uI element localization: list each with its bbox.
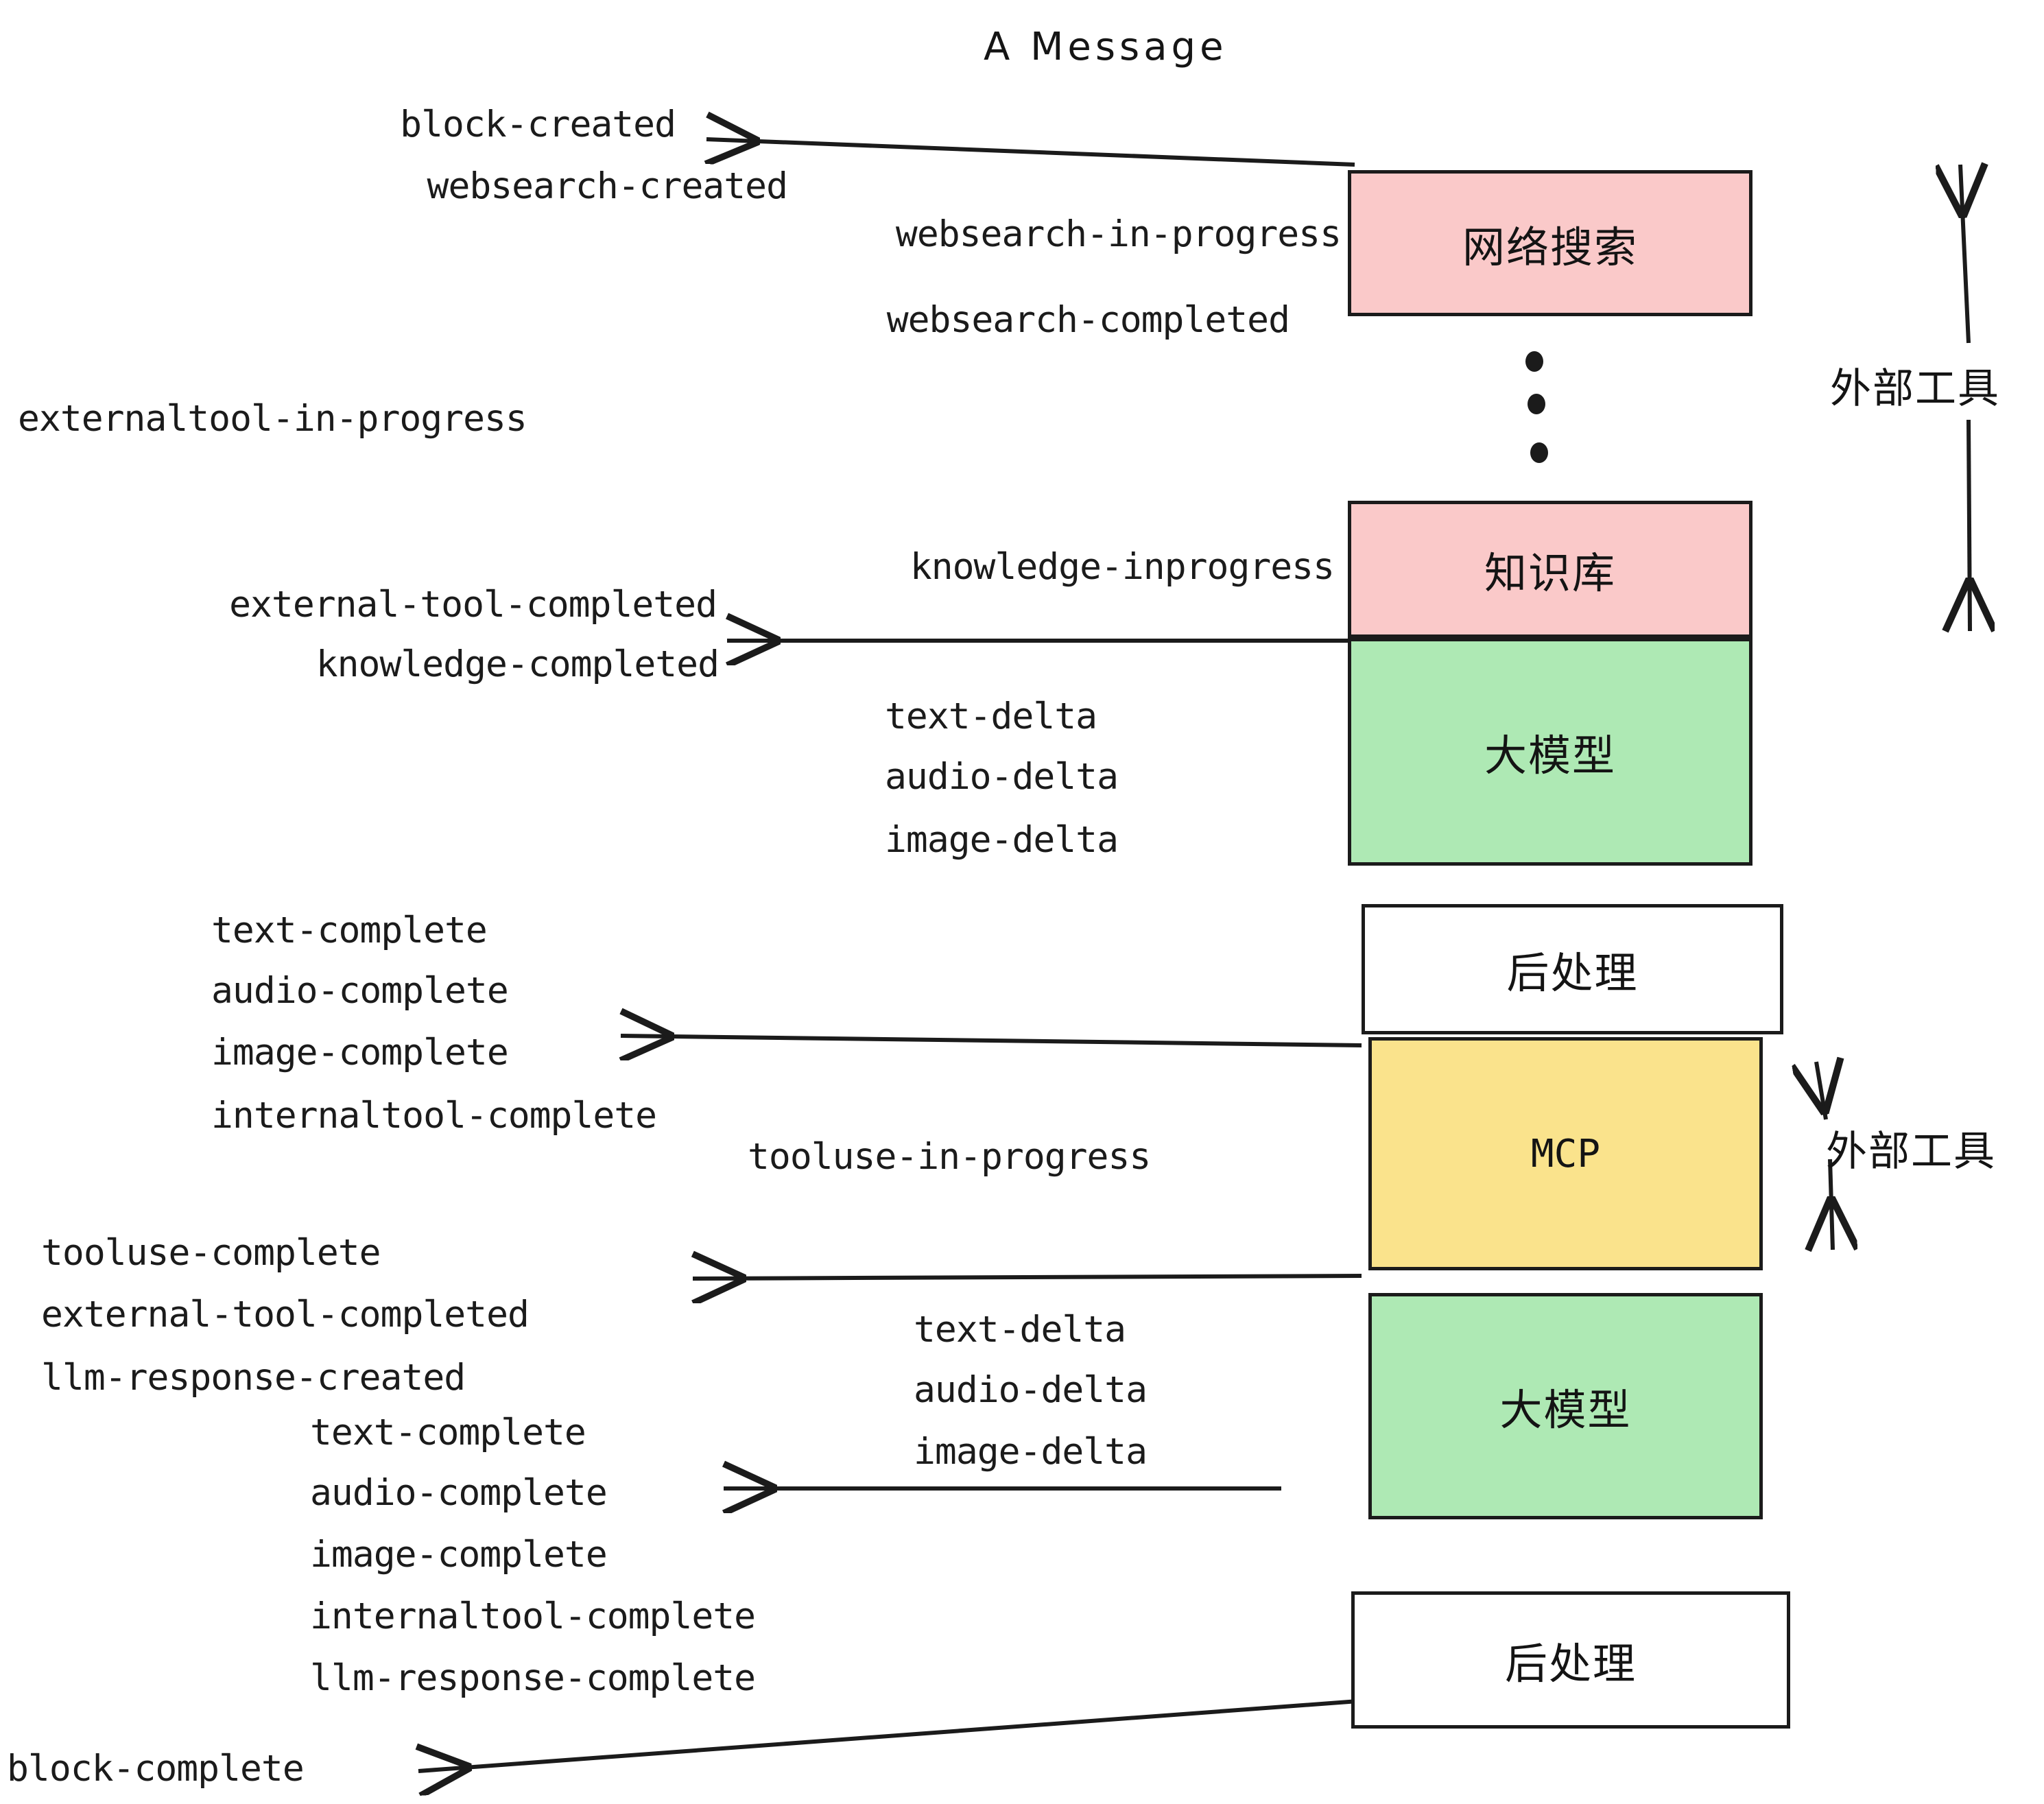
event-websearch-completed: websearch-completed xyxy=(886,299,1290,341)
box-postprocessing-1[interactable]: 后处理 xyxy=(1362,904,1783,1034)
event-block-created: block-created xyxy=(400,104,676,145)
event-knowledge-completed: knowledge-completed xyxy=(316,643,720,685)
event-websearch-in-progress: websearch-in-progress xyxy=(895,213,1342,255)
side-label-external-tool-top: 外部工具 xyxy=(1830,365,2000,413)
event-image-complete-2: image-complete xyxy=(310,1534,608,1576)
event-external-tool-completed-1: external-tool-completed xyxy=(229,584,717,626)
box-mcp-label: MCP xyxy=(1530,1131,1601,1176)
event-image-delta-1: image-delta xyxy=(885,819,1119,861)
event-image-complete-1: image-complete xyxy=(211,1032,509,1073)
event-audio-complete-2: audio-complete xyxy=(310,1472,608,1514)
box-postprocessing-1-label: 后处理 xyxy=(1506,948,1639,998)
arrow-external-tool-top-down xyxy=(1969,419,1970,631)
event-text-complete-2: text-complete xyxy=(310,1412,586,1453)
event-image-delta-2: image-delta xyxy=(914,1431,1148,1473)
event-text-delta-1: text-delta xyxy=(885,696,1097,737)
box-mcp[interactable]: MCP xyxy=(1368,1037,1763,1270)
page-title: A Message xyxy=(984,25,1228,69)
ellipsis-dot-3 xyxy=(1530,442,1548,463)
box-websearch[interactable]: 网络搜索 xyxy=(1348,170,1752,316)
event-internaltool-complete-1: internaltool-complete xyxy=(211,1095,657,1137)
box-llm-2[interactable]: 大模型 xyxy=(1368,1293,1763,1519)
arrow-image-complete xyxy=(621,1036,1362,1045)
event-text-delta-2: text-delta xyxy=(914,1309,1126,1351)
event-llm-response-complete: llm-response-complete xyxy=(310,1657,756,1699)
box-llm-2-label: 大模型 xyxy=(1499,1385,1632,1435)
event-knowledge-inprogress: knowledge-inprogress xyxy=(910,546,1335,588)
event-externaltool-in-progress: externaltool-in-progress xyxy=(18,398,527,440)
ellipsis-dot-1 xyxy=(1525,351,1543,372)
box-knowledge[interactable]: 知识库 xyxy=(1348,501,1752,638)
event-block-complete: block-complete xyxy=(7,1748,305,1790)
event-text-complete-1: text-complete xyxy=(211,910,488,951)
arrow-block-complete xyxy=(418,1699,1359,1771)
arrow-websearch-created xyxy=(706,139,1355,167)
box-knowledge-label: 知识库 xyxy=(1484,548,1616,598)
event-tooluse-in-progress: tooluse-in-progress xyxy=(748,1136,1151,1178)
box-websearch-label: 网络搜索 xyxy=(1462,222,1638,272)
event-audio-complete-1: audio-complete xyxy=(211,970,509,1012)
event-websearch-created: websearch-created xyxy=(427,165,788,207)
arrow-external-tool-bottom-up xyxy=(1816,1062,1826,1120)
event-external-tool-completed-2: external-tool-completed xyxy=(41,1294,530,1336)
box-llm-1[interactable]: 大模型 xyxy=(1348,638,1752,866)
box-postprocessing-2-label: 后处理 xyxy=(1504,1639,1637,1689)
event-audio-delta-2: audio-delta xyxy=(914,1369,1148,1411)
event-audio-delta-1: audio-delta xyxy=(885,756,1119,798)
event-internaltool-complete-2: internaltool-complete xyxy=(310,1595,756,1637)
box-llm-1-label: 大模型 xyxy=(1484,731,1616,781)
event-tooluse-complete: tooluse-complete xyxy=(41,1232,381,1274)
box-postprocessing-2[interactable]: 后处理 xyxy=(1351,1591,1790,1729)
side-label-external-tool-bottom: 外部工具 xyxy=(1826,1128,1996,1176)
arrow-external-tool-top-up xyxy=(1960,165,1969,344)
ellipsis-dot-2 xyxy=(1528,394,1545,414)
arrow-tooluse-complete xyxy=(693,1276,1362,1279)
event-llm-response-created: llm-response-created xyxy=(41,1357,466,1399)
